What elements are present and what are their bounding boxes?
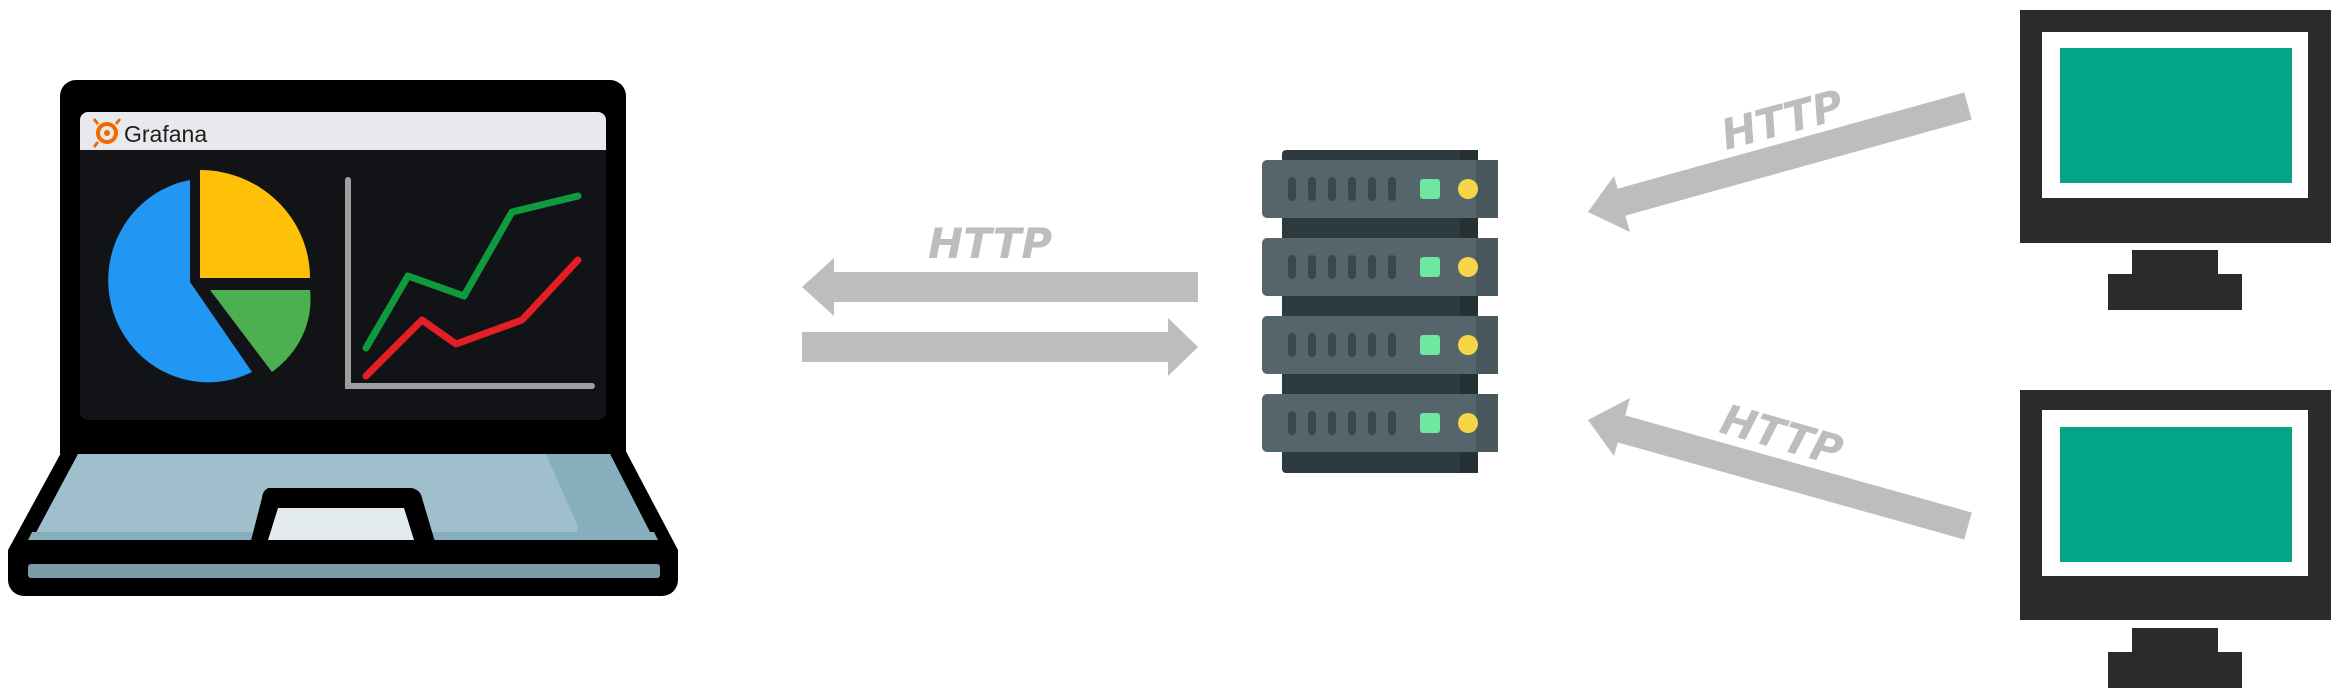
vent-slot — [1388, 333, 1396, 357]
server-unit — [1262, 394, 1498, 452]
vent-slot — [1368, 411, 1376, 435]
status-led-green — [1420, 179, 1440, 199]
monitor-bottom-screen — [2060, 427, 2292, 562]
vent-slot — [1288, 177, 1296, 201]
status-led-yellow — [1458, 257, 1478, 277]
arrow-top-client-to-server — [1588, 92, 1972, 232]
laptop-deck-shade — [546, 454, 654, 540]
vent-slot — [1388, 177, 1396, 201]
vent-slot — [1368, 333, 1376, 357]
server-unit — [1262, 160, 1498, 218]
grafana-logo-icon — [92, 118, 122, 148]
server-rack-shade — [1460, 150, 1478, 473]
vent-slot — [1308, 333, 1316, 357]
pie-chart — [108, 170, 311, 383]
browser-title-bar — [80, 112, 606, 150]
monitor-top-stand — [2108, 274, 2242, 310]
vent-slot — [1348, 333, 1356, 357]
pie-slice-green — [210, 290, 311, 372]
server-unit — [1262, 316, 1498, 374]
client-arrows: HTTP HTTP — [1588, 80, 1972, 540]
laptop-dashboard: Grafana — [8, 80, 678, 596]
status-led-yellow — [1458, 335, 1478, 355]
status-led-green — [1420, 413, 1440, 433]
vent-slot — [1368, 255, 1376, 279]
vent-slot — [1308, 411, 1316, 435]
vent-slot — [1348, 411, 1356, 435]
vent-slot — [1308, 255, 1316, 279]
vent-slot — [1288, 333, 1296, 357]
vent-slot — [1328, 411, 1336, 435]
status-led-green — [1420, 335, 1440, 355]
server-unit — [1262, 238, 1498, 296]
line-series-red — [362, 256, 582, 380]
laptop-trackpad-surface — [268, 508, 414, 540]
line-series-green — [362, 192, 582, 352]
vent-slot — [1388, 411, 1396, 435]
arrow-to-server — [802, 318, 1198, 376]
laptop-server-arrows: HTTP — [802, 219, 1198, 376]
pie-slice-yellow — [200, 170, 310, 278]
arrow-to-laptop — [802, 258, 1198, 316]
monitor-bottom-neck — [2132, 628, 2218, 654]
vent-slot — [1368, 177, 1376, 201]
monitor-top-screen — [2060, 48, 2292, 183]
server-rack-body — [1282, 150, 1478, 473]
line-chart-axes — [345, 177, 595, 389]
pie-slice-blue — [108, 180, 253, 383]
vent-slot — [1288, 411, 1296, 435]
vent-slot — [1348, 177, 1356, 201]
vent-slot — [1288, 255, 1296, 279]
status-led-yellow — [1458, 179, 1478, 199]
monitor-bottom-stand — [2108, 652, 2242, 688]
monitor-top-neck — [2132, 250, 2218, 276]
server-rack — [1262, 150, 1498, 473]
status-led-yellow — [1458, 413, 1478, 433]
app-name: Grafana — [124, 121, 207, 147]
status-led-green — [1420, 257, 1440, 277]
label-http-laptop-server: HTTP — [928, 219, 1052, 268]
monitor-top — [2020, 10, 2331, 310]
laptop-front-edge — [28, 564, 660, 578]
vent-slot — [1348, 255, 1356, 279]
vent-slot — [1328, 333, 1336, 357]
line-chart — [345, 177, 595, 389]
vent-slot — [1328, 177, 1336, 201]
monitor-bottom — [2020, 390, 2331, 688]
vent-slot — [1388, 255, 1396, 279]
arrow-bottom-client-to-server — [1588, 398, 1972, 540]
vent-slot — [1308, 177, 1316, 201]
vent-slot — [1328, 255, 1336, 279]
